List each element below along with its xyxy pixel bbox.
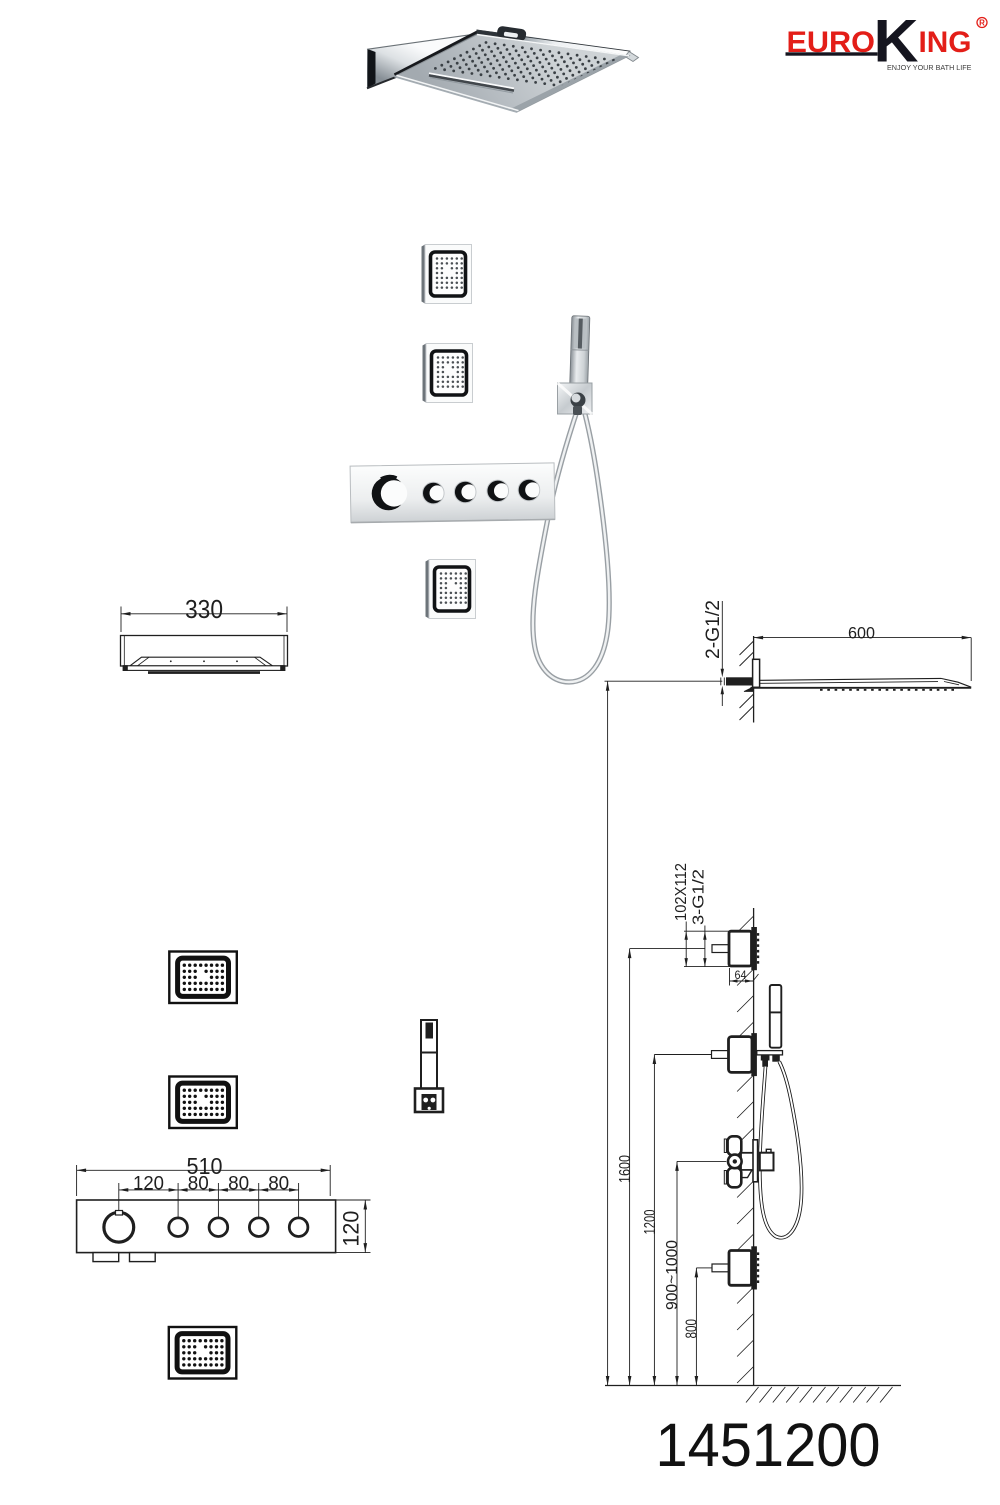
svg-text:120: 120 — [133, 1172, 164, 1194]
svg-text:1451200: 1451200 — [656, 1411, 881, 1479]
svg-text:ING: ING — [919, 26, 972, 59]
svg-text:330: 330 — [185, 594, 223, 624]
svg-text:80: 80 — [268, 1172, 289, 1194]
svg-text:120: 120 — [339, 1211, 364, 1247]
svg-text:800: 800 — [683, 1319, 700, 1339]
svg-text:510: 510 — [187, 1153, 223, 1179]
svg-text:ENJOY YOUR BATH LIFE: ENJOY YOUR BATH LIFE — [887, 63, 972, 72]
svg-text:80: 80 — [228, 1172, 249, 1194]
svg-text:R: R — [979, 18, 985, 27]
svg-text:1200: 1200 — [642, 1209, 659, 1234]
svg-text:1600: 1600 — [617, 1155, 634, 1183]
svg-text:900~1000: 900~1000 — [664, 1240, 681, 1310]
svg-text:3-G1/2: 3-G1/2 — [690, 869, 707, 925]
svg-text:2-G1/2: 2-G1/2 — [703, 600, 724, 659]
svg-text:64: 64 — [735, 968, 747, 982]
svg-text:600: 600 — [848, 623, 875, 642]
svg-text:K: K — [874, 8, 919, 75]
svg-text:102X112: 102X112 — [673, 863, 690, 921]
svg-text:80: 80 — [188, 1172, 209, 1194]
